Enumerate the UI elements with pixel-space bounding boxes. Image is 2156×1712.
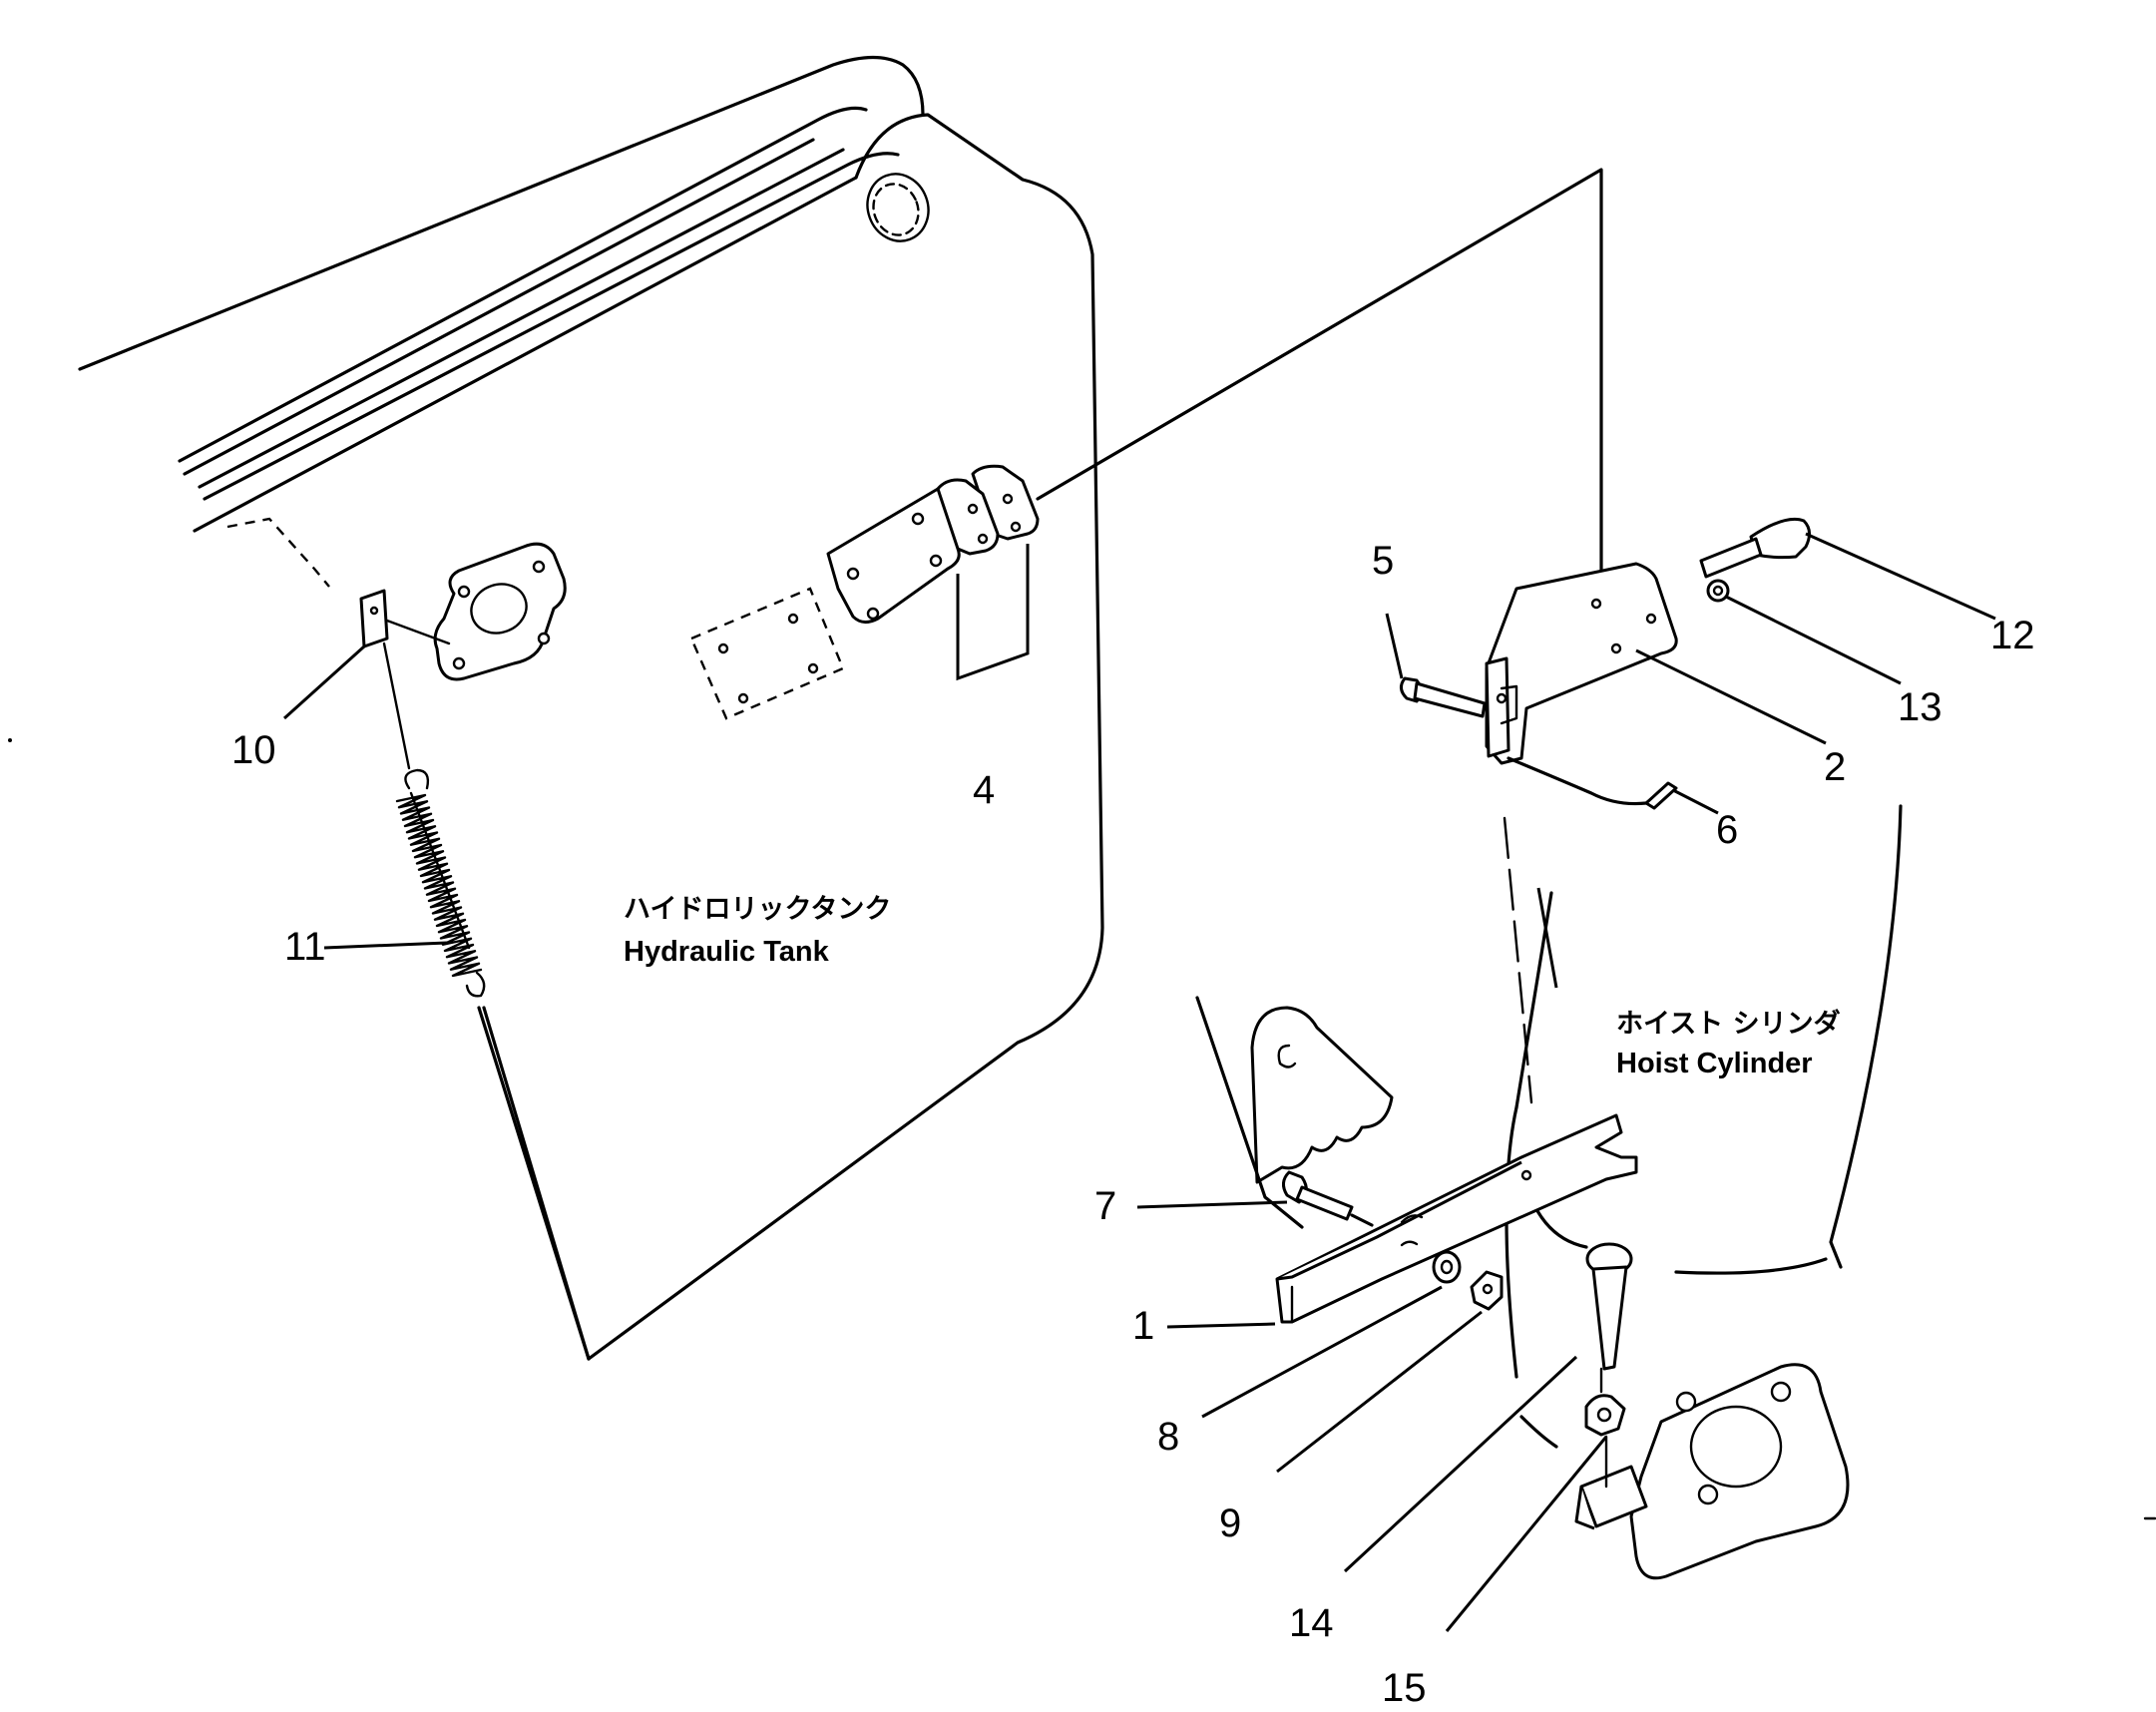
shim-plates: [826, 168, 1603, 681]
callout-15: 15: [1382, 1666, 1427, 1710]
pin-6: [1507, 756, 1678, 810]
hydraulic-tank: [78, 55, 1104, 1361]
callout-5: 5: [1372, 539, 1394, 583]
bolt-12: [1699, 517, 1811, 603]
cylinder-label: ホイスト シリンダ Hoist Cylinder: [1616, 1008, 1841, 1079]
callout-9: 9: [1219, 1501, 1241, 1545]
bracket-2: [1485, 562, 1678, 765]
pivot-plate: [1195, 996, 1394, 1229]
bolt-5: [1400, 676, 1487, 718]
callout-4: 4: [973, 768, 995, 812]
tank-label-jp: ハイドロリックタンク: [624, 894, 891, 925]
cylinder-label-jp: ホイスト シリンダ: [1616, 1008, 1841, 1040]
flange-gasket: [433, 542, 567, 681]
callout-8: 8: [1157, 1415, 1179, 1459]
callout-1: 1: [1132, 1304, 1154, 1348]
callout-2: 2: [1824, 745, 1846, 789]
lever-rod-1: [1275, 1113, 1638, 1324]
leader-lines: [282, 532, 1996, 1632]
clip-10: [359, 589, 451, 648]
bolt-14: [1585, 1242, 1633, 1394]
callout-14: 14: [1289, 1601, 1334, 1645]
tank-label-en: Hydraulic Tank: [624, 936, 830, 968]
callout-numbers: 1 2 4 5 6 7 8 9 10 11 12 13 14 15: [231, 539, 2035, 1710]
hoist-cylinder: [1503, 804, 1903, 1580]
callout-10: 10: [231, 728, 276, 772]
spring-11: [382, 642, 591, 1361]
callout-13: 13: [1898, 685, 1942, 729]
cylinder-label-en: Hoist Cylinder: [1616, 1048, 1813, 1079]
callout-7: 7: [1094, 1184, 1116, 1228]
nut-15: [1584, 1394, 1626, 1489]
callout-11: 11: [284, 925, 326, 969]
callout-6: 6: [1716, 808, 1738, 852]
tank-label: ハイドロリックタンク Hydraulic Tank: [624, 894, 891, 968]
callout-12: 12: [1990, 614, 2035, 657]
